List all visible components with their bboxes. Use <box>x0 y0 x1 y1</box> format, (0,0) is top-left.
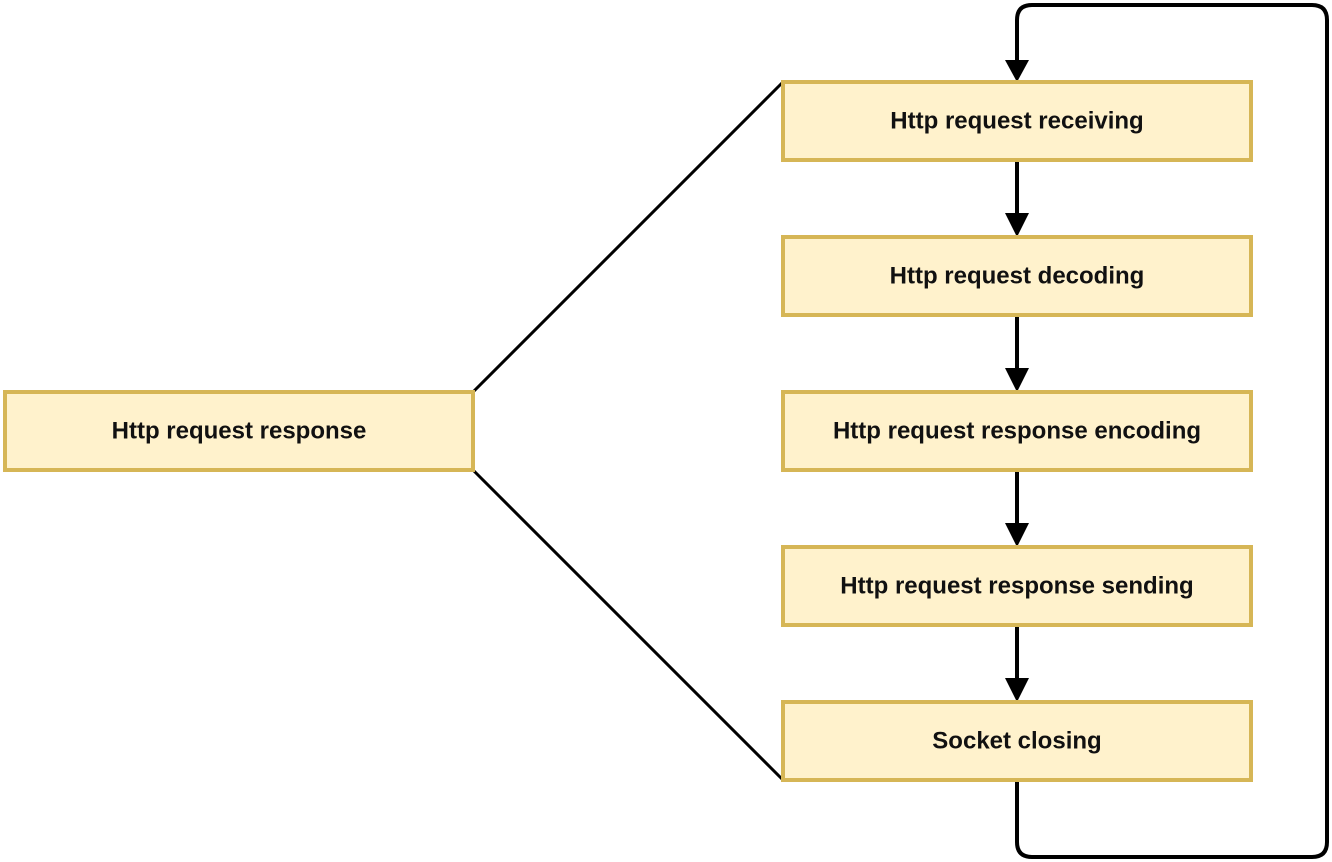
step-label: Http request response sending <box>840 573 1193 600</box>
step-label: Http request response encoding <box>833 418 1201 445</box>
parent-node: Http request response <box>3 390 475 472</box>
step-box <box>781 390 1253 472</box>
step-node-1: Http request receiving <box>781 80 1253 162</box>
step-box <box>781 700 1253 782</box>
step-node-3: Http request response encoding <box>781 390 1253 472</box>
loop-back-arrow <box>1015 3 1329 859</box>
bracket-line-top <box>471 80 785 394</box>
step-node-5: Socket closing <box>781 700 1253 782</box>
step-node-2: Http request decoding <box>781 235 1253 317</box>
step-label: Http request receiving <box>890 108 1143 135</box>
step-box <box>781 235 1253 317</box>
step-label: Http request decoding <box>890 263 1145 290</box>
step-box <box>781 545 1253 627</box>
step-label: Socket closing <box>932 728 1101 755</box>
step-arrow-3 <box>1005 470 1029 547</box>
parent-box <box>3 390 475 472</box>
loop-back-arrowhead <box>1005 60 1029 82</box>
step-box <box>781 80 1253 162</box>
step-node-4: Http request response sending <box>781 545 1253 627</box>
step-arrow-4 <box>1005 626 1029 702</box>
parent-label: Http request response <box>112 418 367 445</box>
step-arrow-1 <box>1005 160 1029 237</box>
bracket-line-bottom <box>471 468 785 782</box>
step-arrow-2 <box>1005 315 1029 392</box>
